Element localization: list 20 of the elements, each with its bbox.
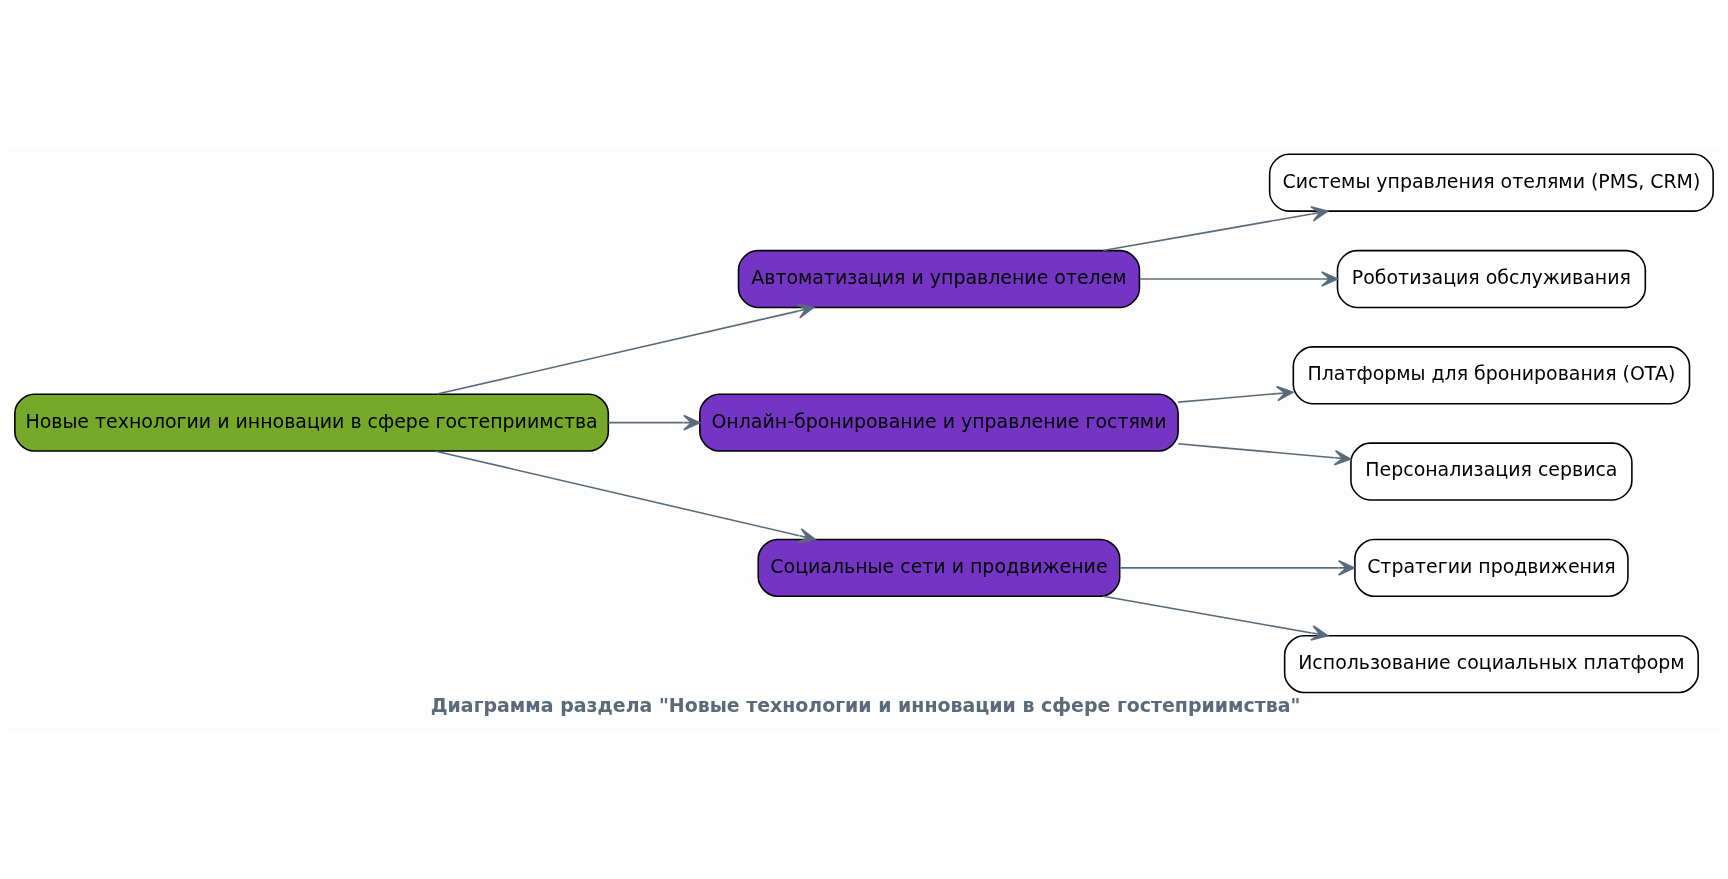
arrow (607, 414, 701, 431)
node-box: Персонализация сервиса (1350, 441, 1633, 501)
node-box: Системы управления отелями (PMS, CRM) (1268, 153, 1714, 212)
arrow (1102, 205, 1329, 251)
node-box: Стратегии продвижения (1354, 538, 1629, 597)
arrow (1177, 385, 1294, 403)
node-box: Новые технологии и инновации в сфере гостеприимства (14, 392, 610, 452)
arrow (436, 302, 815, 395)
node-box: Использование социальных платформ (1283, 634, 1699, 693)
arrow (1102, 595, 1329, 641)
arrow (1119, 559, 1356, 576)
arrow (1138, 270, 1339, 287)
node-box: Социальные сети и продвижение (757, 538, 1121, 597)
node-box: Автоматизация и управление отелем (737, 249, 1141, 308)
caption: Диаграмма раздела "Новые технологии и инновации в сфере гостеприимства" (430, 693, 1301, 716)
node-box: Онлайн-бронирование и управление гостями (699, 392, 1179, 452)
arrow (1177, 442, 1352, 466)
node-box: Платформы для бронирования (OTA) (1292, 345, 1691, 404)
arrow (434, 449, 816, 544)
node-box: Роботизация обслуживания (1336, 249, 1647, 308)
